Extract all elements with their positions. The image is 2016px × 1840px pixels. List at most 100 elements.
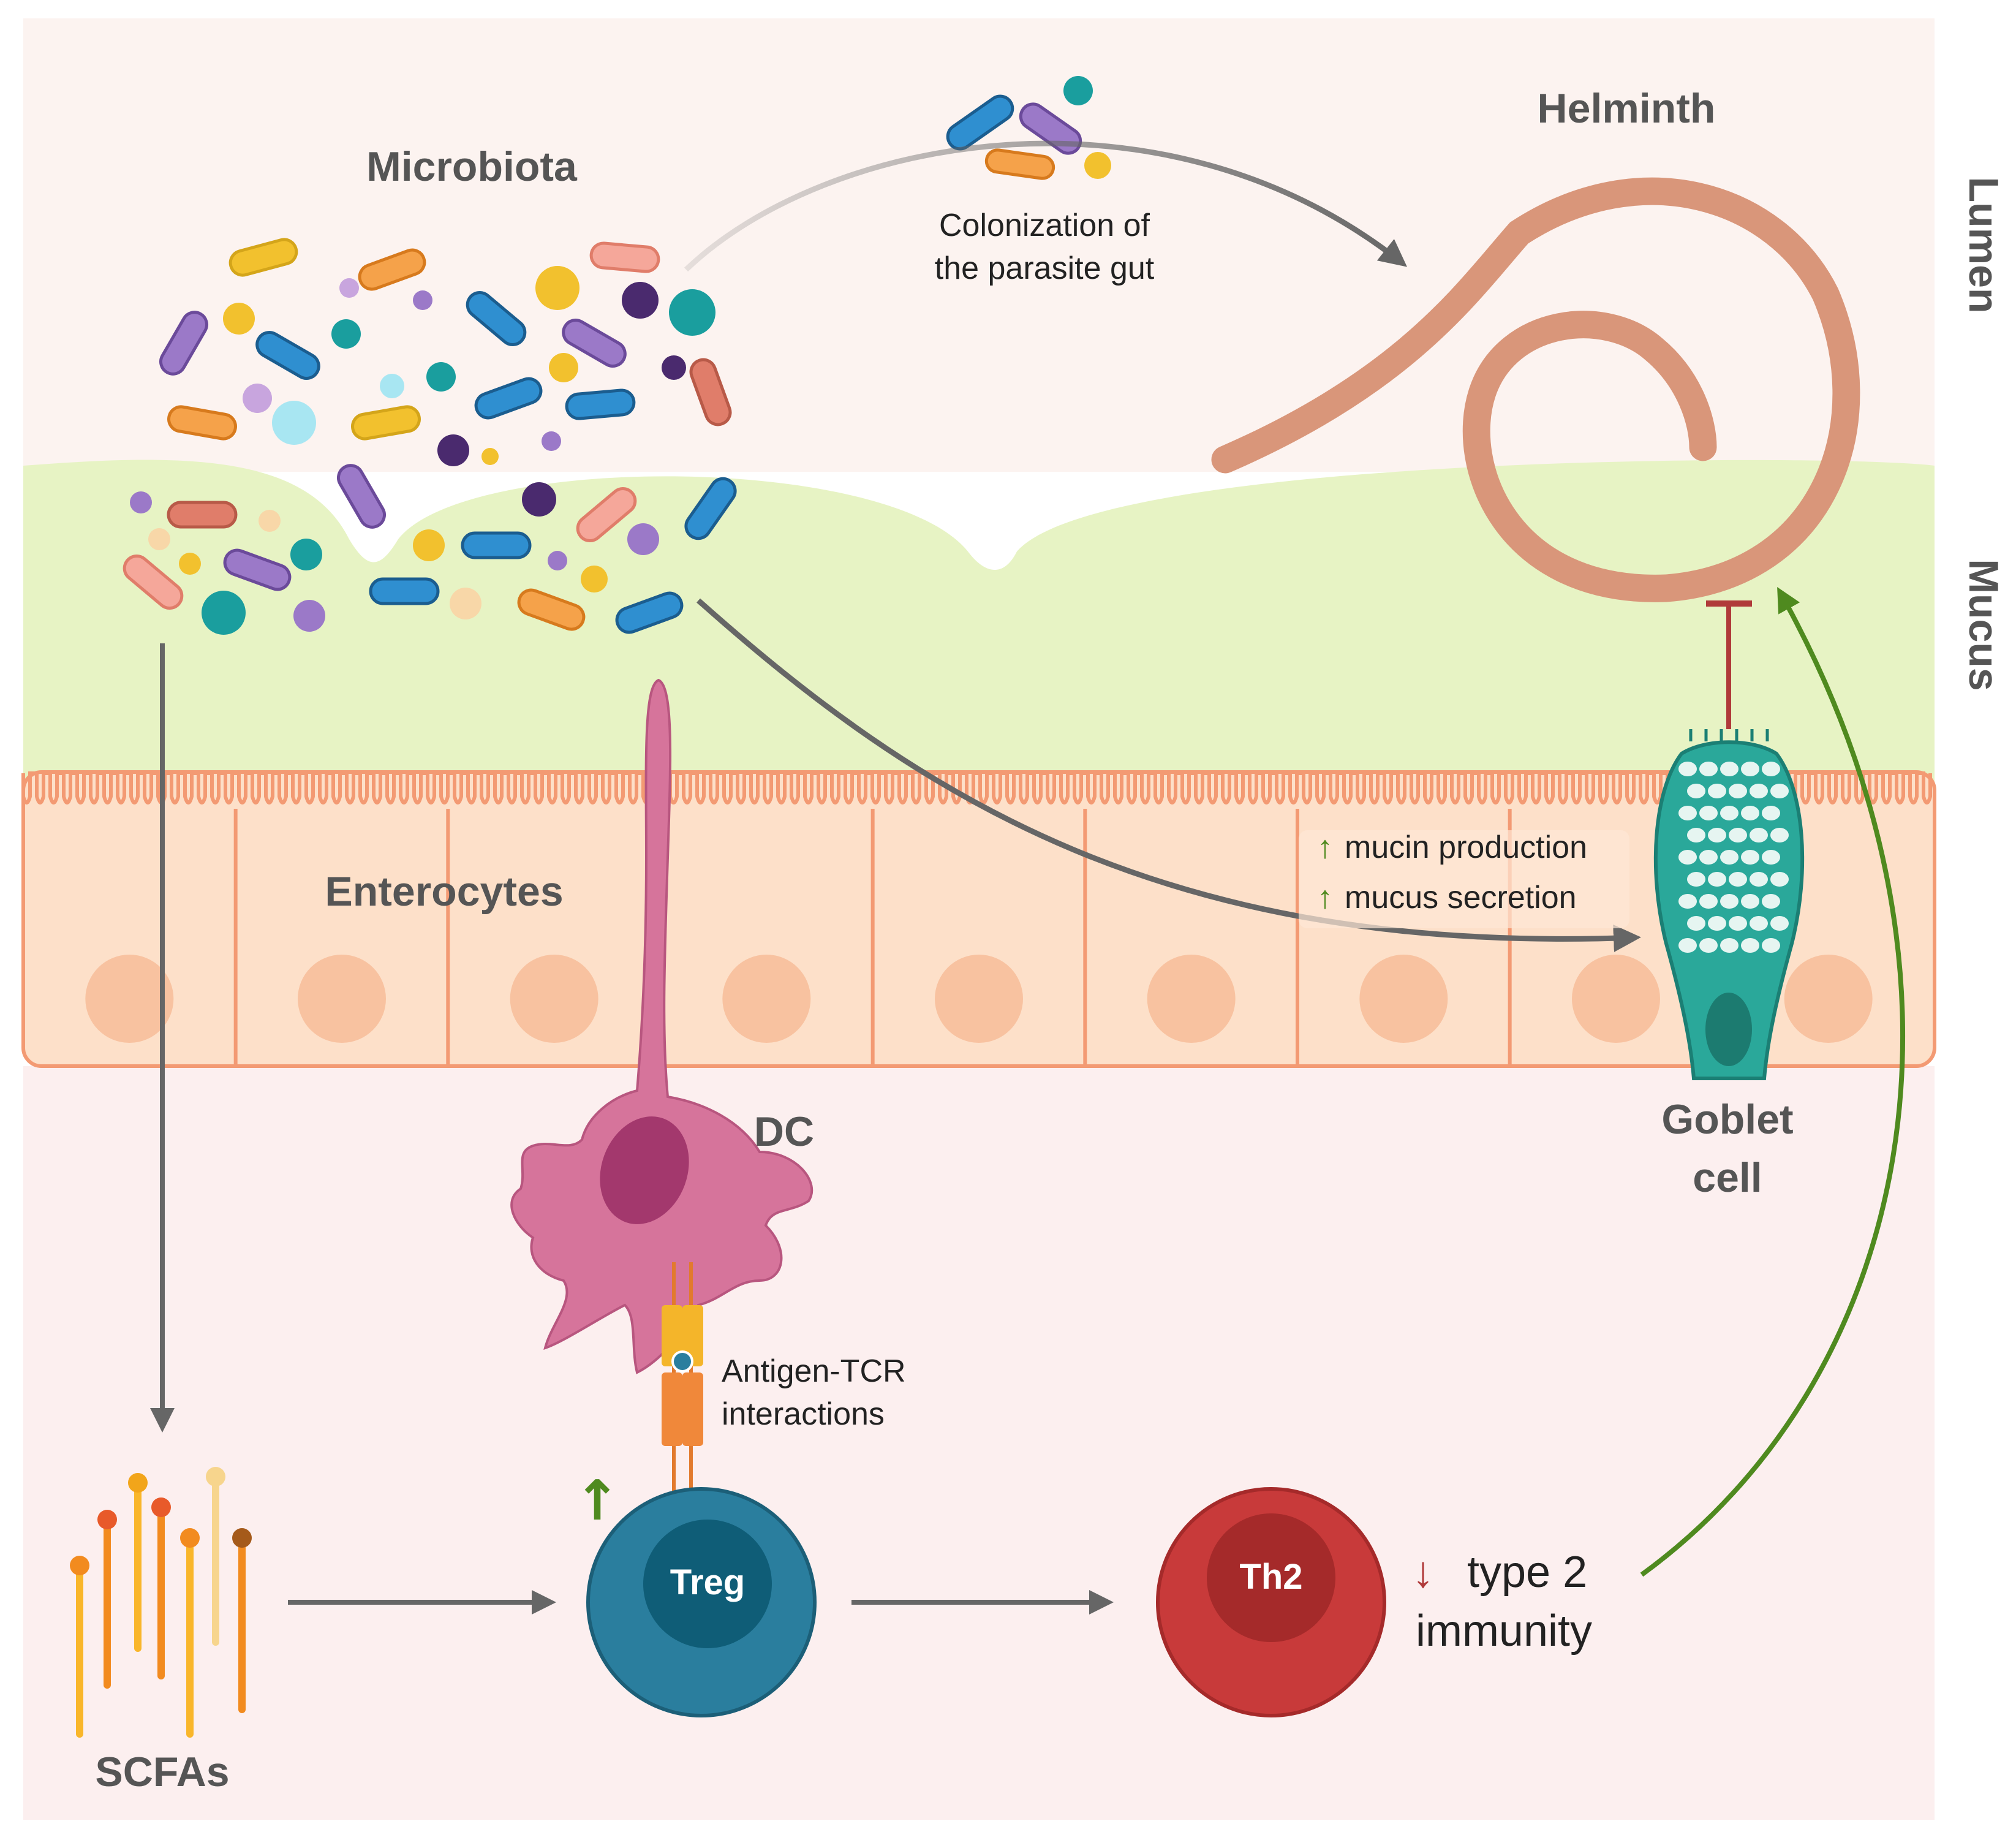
mucin-granule (1762, 850, 1780, 865)
bacterium-rod (351, 405, 421, 441)
mucin-textbox-background (1299, 830, 1629, 928)
immunity-to-helminth-arrow (1640, 587, 1905, 1577)
bacterium-coccus (450, 588, 481, 619)
colonization-label-line2: the parasite gut (935, 251, 1155, 286)
bacterium-coccus (293, 600, 325, 632)
mucin-granule (1720, 938, 1739, 953)
mucin-granule (1699, 762, 1718, 776)
th2-cell: Th2 (1156, 1487, 1386, 1717)
colonization-arrow (684, 140, 1408, 272)
bacterium-coccus (426, 362, 456, 392)
bacterium-rod (223, 548, 292, 591)
mucin-granule (1762, 894, 1780, 909)
mucin-granule (1678, 938, 1697, 953)
enterocyte-layer (21, 770, 1936, 1068)
antigen-tcr-label-line1: Antigen-TCR (722, 1353, 906, 1389)
scfas-label: SCFAs (95, 1749, 229, 1795)
mucin-granule (1741, 850, 1759, 865)
bacterium-coccus (290, 539, 322, 570)
mucin-granule (1678, 806, 1697, 820)
mucus-secretion-label: mucus secretion (1345, 880, 1577, 915)
bacterium-coccus (413, 529, 445, 561)
mucin-granule (1708, 916, 1726, 931)
bacterium-coccus (548, 551, 567, 570)
goblet-villi (1689, 729, 1769, 741)
bacterium-coccus (622, 282, 659, 319)
dc-label: DC (754, 1108, 814, 1155)
microbiota-label: Microbiota (366, 143, 578, 190)
scfa-head (180, 1528, 200, 1548)
mucin-granule (1729, 872, 1747, 887)
mucin-granule (1762, 762, 1780, 776)
mucin-granule (1720, 762, 1739, 776)
scfa-head (151, 1497, 171, 1517)
mucin-granule (1750, 872, 1768, 887)
enterocyte-nucleus (1572, 955, 1660, 1043)
bacterium-rod (167, 405, 237, 441)
goblet-label-line2: cell (1693, 1154, 1762, 1201)
bacterium-coccus (542, 431, 561, 451)
bacterium-rod (474, 377, 543, 420)
bacterium-rod (562, 319, 627, 368)
mucin-granule (1762, 938, 1780, 953)
dendritic-cell (510, 678, 814, 1374)
mucin-granule (1770, 828, 1789, 842)
mucin-granule (1750, 916, 1768, 931)
scfa-head (128, 1473, 148, 1493)
bacterium-rod (689, 358, 732, 426)
bacterium-rod (615, 591, 684, 634)
scfa-head (70, 1556, 89, 1575)
bacterium-coccus (549, 353, 578, 382)
bacterium-rod (255, 331, 320, 380)
bacterium-rod (589, 241, 660, 273)
bacterium-coccus (179, 553, 201, 575)
type2-label-line1: type 2 (1467, 1548, 1587, 1597)
bacterium-rod (461, 531, 532, 559)
bacterium-coccus (437, 434, 469, 466)
mucin-granules (1678, 762, 1789, 953)
scfa-molecules (70, 1467, 252, 1738)
type2-down-arrow: ↓ (1412, 1548, 1434, 1597)
bacterium-coccus (413, 290, 432, 310)
lumen-label: Lumen (1960, 177, 2007, 314)
lumen-background (23, 18, 1935, 472)
bacterium-coccus (223, 303, 255, 335)
mucin-granule (1770, 916, 1789, 931)
colonization-label-line1: Colonization of (939, 208, 1150, 243)
mucin-granule (1750, 828, 1768, 842)
mucin-granule (1687, 828, 1705, 842)
th2-label: Th2 (1239, 1557, 1302, 1597)
enterocyte-nucleus (510, 955, 598, 1043)
bacterium-coccus (380, 374, 404, 398)
enterocyte-nucleus (1784, 955, 1873, 1043)
mucin-granule (1770, 784, 1789, 798)
bacterium-coccus (669, 289, 715, 336)
bacterium-rod (167, 501, 238, 529)
enterocyte-nucleus (935, 955, 1023, 1043)
mucin-granule (1729, 828, 1747, 842)
enterocyte-nucleus (1147, 955, 1236, 1043)
mucin-granule (1678, 850, 1697, 865)
bacterium-rod (228, 238, 298, 277)
treg-cell: Treg (586, 1487, 817, 1717)
mucin-granule (1762, 806, 1780, 820)
bacterium-coccus (130, 491, 152, 513)
lamina-propria-background (23, 1066, 1935, 1820)
enterocytes-label: Enterocytes (325, 868, 563, 915)
treg-up-arrow: ↑ (574, 1469, 620, 1533)
bacterium-rod (517, 588, 586, 631)
antigen-tcr-complex (662, 1262, 703, 1507)
bacterium-coccus (148, 528, 170, 550)
mucin-granule (1687, 872, 1705, 887)
bacterium-rod (684, 477, 737, 540)
bacterium-rod (565, 388, 636, 420)
treg-label: Treg (670, 1562, 746, 1602)
mucin-granule (1729, 916, 1747, 931)
bacterium-coccus (243, 384, 272, 413)
mucin-granule (1720, 894, 1739, 909)
enterocyte-nucleus (722, 955, 811, 1043)
mucus-up-arrow: ↑ (1317, 880, 1333, 915)
microbiota-cluster (123, 238, 737, 635)
mucin-granule (1699, 850, 1718, 865)
